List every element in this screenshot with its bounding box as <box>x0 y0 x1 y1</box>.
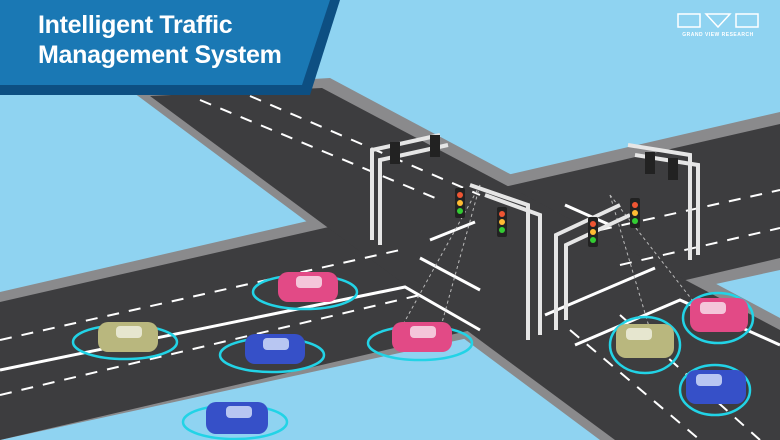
logo-brand-text: GRAND VIEW RESEARCH <box>682 32 754 38</box>
road-a <box>0 124 780 440</box>
traffic-light-icon <box>588 217 598 247</box>
traffic-light-icon <box>630 198 640 228</box>
sensor-beams <box>399 184 701 331</box>
traffic-light-icon <box>497 207 507 237</box>
car-icon <box>608 315 682 375</box>
signal-poles <box>370 133 700 340</box>
car-icon <box>681 291 755 345</box>
traffic-light-icon <box>455 188 465 218</box>
car-icon <box>678 363 752 417</box>
car-icon <box>366 322 474 362</box>
page-title: Intelligent Traffic Management System <box>38 10 282 70</box>
title-line-2: Management System <box>38 41 282 69</box>
logo: GRAND VIEW RESEARCH <box>676 12 760 38</box>
car-icon <box>71 322 179 361</box>
car-icon <box>181 402 289 440</box>
traffic-lights <box>390 135 678 247</box>
title-banner <box>0 0 330 85</box>
cars <box>71 272 755 440</box>
title-line-1: Intelligent Traffic <box>38 11 233 39</box>
gvr-logo-mark <box>677 13 759 29</box>
car-icon <box>251 272 359 311</box>
car-icon <box>218 334 326 374</box>
